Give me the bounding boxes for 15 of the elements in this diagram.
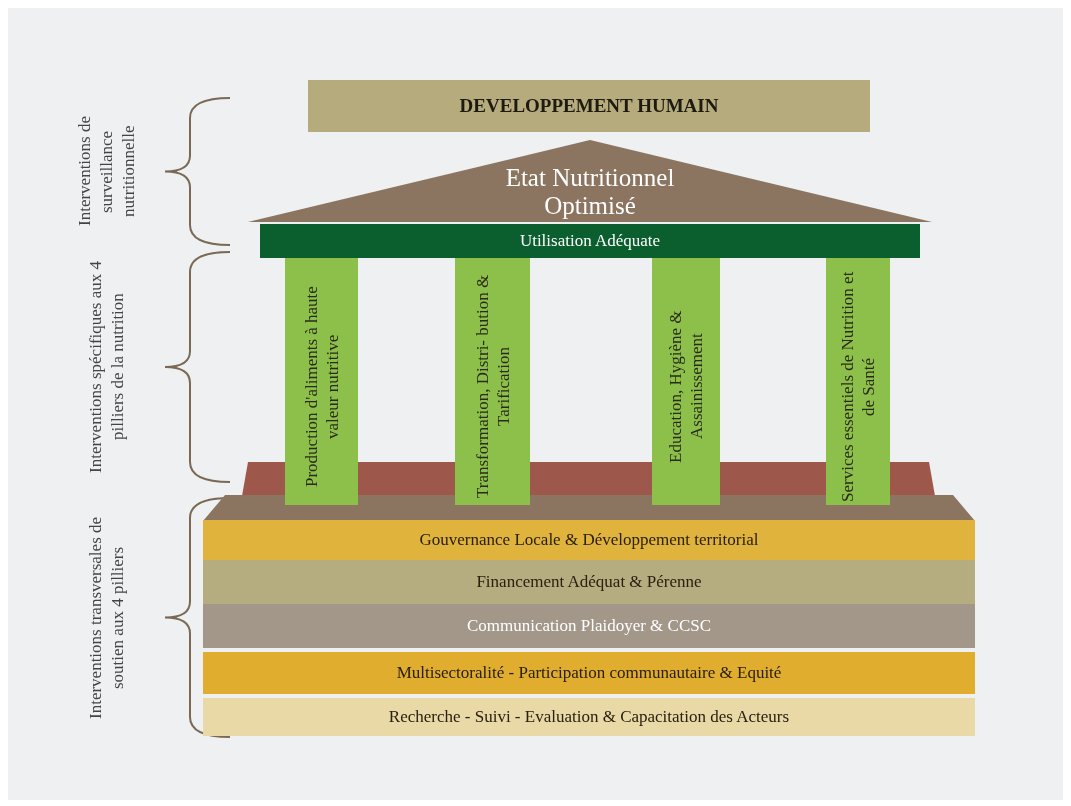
layer-band: Multisectoralité - Participation communautaire & Equité: [203, 652, 975, 694]
lintel-band: Utilisation Adéquate: [260, 224, 920, 258]
layer-band: Recherche - Suivi - Evaluation & Capacitation des Acteurs: [203, 698, 975, 736]
pillar: Education, Hygiène & Assainissement: [652, 258, 720, 505]
pillar: Transformation, Distri- bution & Tarification: [455, 258, 530, 505]
bracket-label: Interventions transversales de soutien aux 4 pilliers: [85, 515, 128, 721]
layer-band: Financement Adéquat & Pérenne: [203, 560, 975, 604]
layer-band: Gouvernance Locale & Développement territorial: [203, 520, 975, 560]
pillar: Services essentiels de Nutrition et de Santé: [826, 258, 890, 505]
roof-label: Etat Nutritionnel Optimisé: [504, 164, 676, 220]
layer-band: Communication Plaidoyer & CCSC: [203, 604, 975, 648]
pillar: Production d'aliments à haute valeur nutritive: [285, 258, 358, 505]
bracket-label: Interventions spécifiques aux 4 pilliers de la nutrition: [85, 260, 128, 475]
title-banner: DEVELOPPEMENT HUMAIN: [308, 80, 870, 132]
bracket-label: Interventions de surveillance nutritionnelle: [74, 115, 139, 229]
